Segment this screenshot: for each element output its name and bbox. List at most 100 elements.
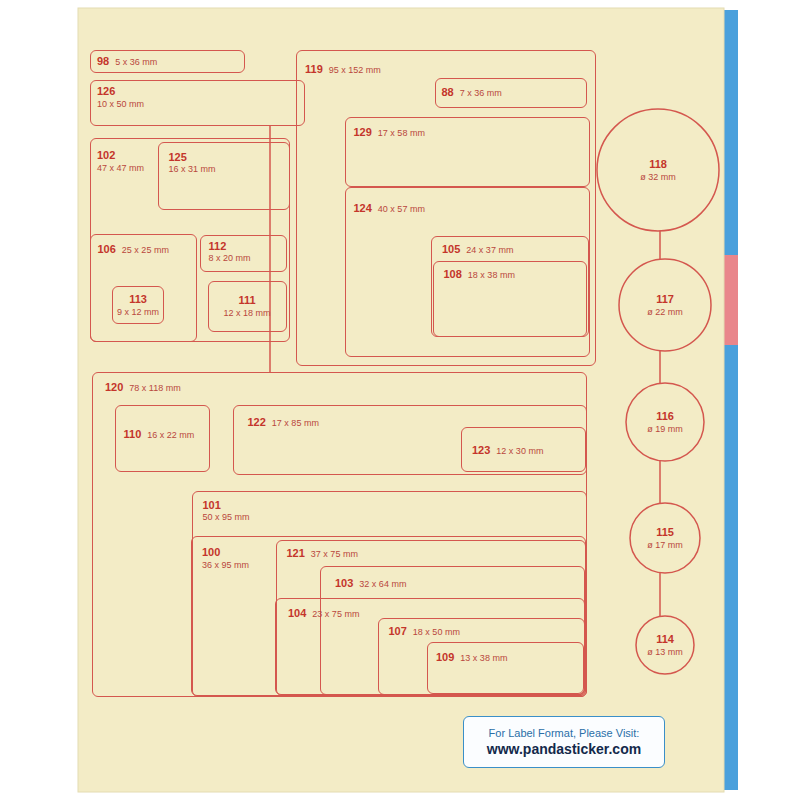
label-outline: 10718 x 50 mm 109 13 x 38 mm bbox=[378, 618, 585, 695]
round-label: 114ø 13 mm bbox=[635, 615, 695, 675]
web-address: www.pandasticker.com bbox=[487, 741, 641, 757]
label-text: 115ø 17 mm bbox=[629, 502, 701, 574]
label-size: 8 x 20 mm bbox=[209, 253, 251, 263]
label-outline: 887 x 36 mm bbox=[435, 78, 587, 108]
label-number: 119 bbox=[305, 63, 323, 76]
label-number: 114 bbox=[656, 633, 674, 646]
label-text: 12610 x 50 mm bbox=[97, 85, 144, 109]
label-number: 123 bbox=[472, 444, 490, 457]
label-number: 117 bbox=[656, 293, 674, 306]
label-number: 120 bbox=[105, 381, 123, 394]
label-text: 129 17 x 58 mm bbox=[354, 126, 425, 139]
label-number: 100 bbox=[202, 546, 220, 559]
label-size: 13 x 38 mm bbox=[460, 653, 507, 663]
label-size: ø 17 mm bbox=[647, 540, 683, 550]
label-text: 12440 x 57 mm bbox=[354, 202, 425, 215]
label-number: 122 bbox=[248, 416, 266, 429]
label-size: 16 x 31 mm bbox=[169, 164, 216, 174]
label-number: 112 bbox=[209, 240, 227, 253]
label-text: 108 18 x 38 mm bbox=[444, 268, 515, 281]
circle-outline bbox=[597, 109, 719, 231]
label-text: For Label Format, Please Visit:www.panda… bbox=[464, 717, 664, 767]
label-text: 120 78 x 118 mm bbox=[105, 381, 181, 394]
label-number: 110 bbox=[124, 428, 142, 441]
label-outline: 10247 x 47 mm12516 x 31 mm10625 x 25 mm1… bbox=[90, 138, 290, 342]
label-text: 119 95 x 152 mm bbox=[305, 63, 381, 76]
label-size: 18 x 38 mm bbox=[468, 270, 515, 280]
label-number: 118 bbox=[649, 158, 667, 171]
label-number: 105 bbox=[442, 243, 460, 256]
label-outline: 985 x 36 mm bbox=[90, 50, 245, 73]
circle-outline bbox=[630, 503, 700, 573]
circle-outline bbox=[626, 383, 704, 461]
label-text: 10036 x 95 mm bbox=[202, 546, 249, 570]
round-label: 118ø 32 mm bbox=[596, 108, 720, 232]
label-outline: 11995 x 152 mm887 x 36 mm12917 x 58 mm12… bbox=[296, 50, 596, 366]
label-size: 95 x 152 mm bbox=[329, 65, 381, 75]
label-size: 32 x 64 mm bbox=[359, 579, 406, 589]
label-size: ø 13 mm bbox=[647, 647, 683, 657]
label-size: 10 x 50 mm bbox=[97, 99, 144, 109]
label-text: 11112 x 18 mm bbox=[209, 282, 286, 331]
round-label: 117ø 22 mm bbox=[618, 258, 712, 352]
label-number: 115 bbox=[656, 526, 674, 539]
label-size: 9 x 12 mm bbox=[117, 307, 159, 317]
label-outline: 10150 x 95 mm10036 x 95 mm12137 x 75 mm1… bbox=[192, 491, 587, 697]
label-outline: 108 18 x 38 mm bbox=[433, 261, 587, 337]
label-text: 114ø 13 mm bbox=[635, 615, 695, 675]
label-number: 98 bbox=[97, 55, 109, 68]
label-outline: 10036 x 95 mm 12137 x 75 mm 103 32 x 64 mm 1… bbox=[191, 536, 586, 696]
label-number: 129 bbox=[354, 126, 372, 139]
label-number: 104 bbox=[288, 607, 306, 620]
label-text: 10718 x 50 mm bbox=[389, 625, 460, 638]
label-size: 78 x 118 mm bbox=[129, 383, 180, 393]
label-number: 103 bbox=[335, 577, 353, 590]
label-size: ø 32 mm bbox=[640, 172, 676, 182]
label-size: 17 x 58 mm bbox=[378, 128, 425, 138]
label-size: 40 x 57 mm bbox=[378, 204, 425, 214]
label-text: 118ø 32 mm bbox=[596, 108, 720, 232]
label-number: 107 bbox=[389, 625, 407, 638]
label-number: 111 bbox=[238, 294, 255, 307]
label-outline: 11112 x 18 mm bbox=[208, 281, 287, 332]
label-size: 50 x 95 mm bbox=[203, 512, 250, 522]
label-text: 110 16 x 22 mm bbox=[124, 428, 195, 441]
label-size: 24 x 37 mm bbox=[466, 245, 513, 255]
label-outline: 123 12 x 30 mm bbox=[461, 427, 586, 472]
label-size: 37 x 75 mm bbox=[311, 549, 358, 559]
label-number: 116 bbox=[656, 410, 674, 423]
label-size: 17 x 85 mm bbox=[272, 418, 319, 428]
label-text: 123 12 x 30 mm bbox=[472, 444, 543, 457]
label-number: 101 bbox=[203, 499, 221, 512]
label-number: 108 bbox=[444, 268, 462, 281]
label-text: 887 x 36 mm bbox=[442, 86, 502, 99]
label-outline: 104 23 x 75 mm 10718 x 50 mm 109 13 x 38 mm bbox=[275, 598, 585, 695]
circle-outline bbox=[619, 259, 711, 351]
label-size: 25 x 25 mm bbox=[122, 245, 169, 255]
label-number: 102 bbox=[97, 149, 115, 162]
label-outline: 10625 x 25 mm1139 x 12 mm bbox=[90, 234, 197, 342]
label-size: 36 x 95 mm bbox=[202, 560, 249, 570]
label-outline: 122 17 x 85 mm 123 12 x 30 mm bbox=[233, 405, 587, 475]
label-text: 10150 x 95 mm bbox=[203, 499, 250, 523]
cut-line bbox=[269, 126, 271, 372]
label-size: 12 x 30 mm bbox=[496, 446, 543, 456]
label-outline: 109 13 x 38 mm bbox=[427, 642, 584, 694]
label-size: 7 x 36 mm bbox=[460, 88, 502, 98]
label-text: 12137 x 75 mm bbox=[287, 547, 358, 560]
label-size: 23 x 75 mm bbox=[312, 609, 359, 619]
label-text: 105 24 x 37 mm bbox=[442, 243, 513, 256]
circle-outline bbox=[636, 616, 694, 674]
label-outline: 110 16 x 22 mm bbox=[115, 405, 210, 472]
label-size: 16 x 22 mm bbox=[147, 430, 194, 440]
label-size: 47 x 47 mm bbox=[97, 163, 144, 173]
label-text: 109 13 x 38 mm bbox=[436, 651, 507, 664]
label-outline: 12440 x 57 mm 105 24 x 37 mm 108 18 x 38 mm bbox=[345, 187, 590, 357]
round-label: 116ø 19 mm bbox=[625, 382, 705, 462]
note-text: For Label Format, Please Visit: bbox=[489, 727, 640, 740]
label-text: 1128 x 20 mm bbox=[209, 240, 251, 264]
label-outline: 105 24 x 37 mm 108 18 x 38 mm bbox=[431, 236, 589, 337]
label-outline: 129 17 x 58 mm bbox=[345, 117, 590, 187]
label-number: 109 bbox=[436, 651, 454, 664]
